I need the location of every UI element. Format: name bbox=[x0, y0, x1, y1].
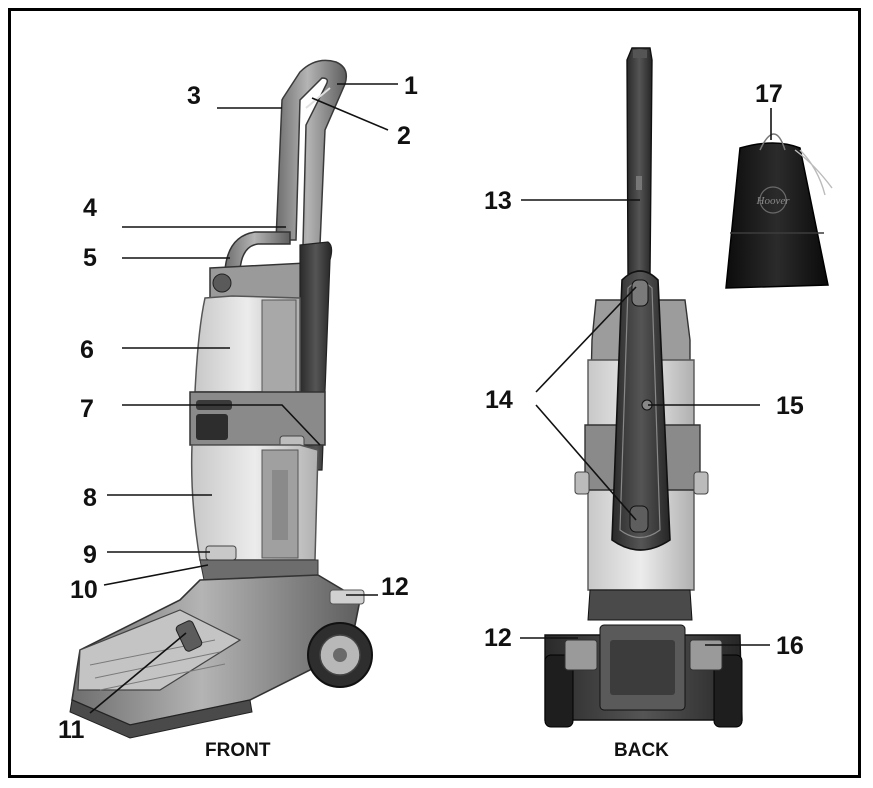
caption-front: FRONT bbox=[205, 740, 271, 761]
accessory-bag: Hoover bbox=[725, 133, 833, 289]
caption-back: BACK bbox=[614, 740, 669, 761]
diagram-frame bbox=[8, 8, 861, 778]
callout-3: 3 bbox=[187, 82, 201, 110]
callout-17: 17 bbox=[755, 80, 783, 108]
callout-2: 2 bbox=[397, 122, 411, 150]
callout-4: 4 bbox=[83, 194, 97, 222]
callout-12-back: 12 bbox=[484, 624, 512, 652]
leader-2 bbox=[311, 97, 389, 131]
callout-9: 9 bbox=[83, 541, 97, 569]
leader-10 bbox=[103, 564, 209, 586]
front-vacuum bbox=[69, 59, 373, 739]
callout-8: 8 bbox=[83, 484, 97, 512]
callout-13: 13 bbox=[484, 187, 512, 215]
callout-7: 7 bbox=[80, 395, 94, 423]
leader-11 bbox=[89, 632, 187, 714]
callout-1: 1 bbox=[404, 72, 418, 100]
callout-5: 5 bbox=[83, 244, 97, 272]
leader-14-lower bbox=[535, 404, 637, 521]
callout-14: 14 bbox=[485, 386, 513, 414]
callout-6: 6 bbox=[80, 336, 94, 364]
bag-logo-text: Hoover bbox=[756, 195, 791, 207]
callout-12-front: 12 bbox=[381, 573, 409, 601]
callout-11: 11 bbox=[58, 716, 85, 744]
leader-lines bbox=[89, 83, 772, 714]
leader-7 bbox=[122, 404, 321, 446]
callout-16: 16 bbox=[776, 632, 804, 660]
callout-15: 15 bbox=[776, 392, 804, 420]
callout-10: 10 bbox=[70, 576, 98, 604]
leader-14-upper bbox=[535, 286, 637, 393]
back-vacuum bbox=[544, 47, 743, 728]
